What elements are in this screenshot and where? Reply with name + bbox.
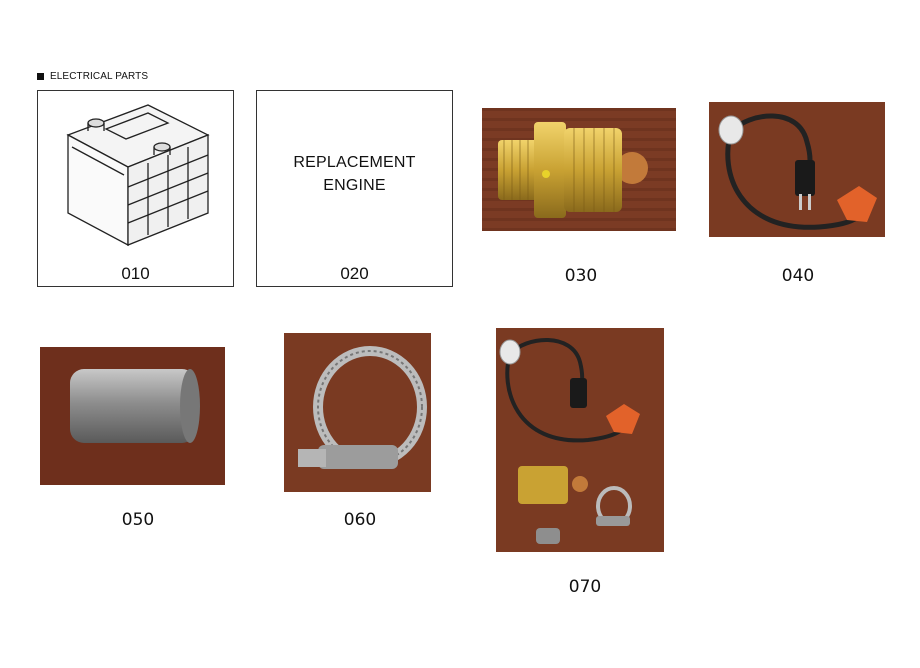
- part-070-photo[interactable]: [496, 328, 664, 552]
- hose-clamp-icon: [284, 333, 431, 492]
- part-number: 040: [781, 266, 815, 286]
- part-020-box[interactable]: REPLACEMENT ENGINE 020: [256, 90, 453, 287]
- part-060-photo[interactable]: [284, 333, 431, 492]
- part-030-photo[interactable]: [482, 108, 676, 231]
- part-number: 050: [121, 510, 155, 530]
- part-010-box[interactable]: 010: [37, 90, 234, 287]
- part-number: 010: [121, 264, 150, 283]
- section-title: ELECTRICAL PARTS: [50, 71, 149, 82]
- square-bullet-icon: [37, 73, 44, 80]
- part-number: 030: [564, 266, 598, 286]
- part-number: 020: [340, 264, 369, 283]
- battery-icon: [66, 104, 210, 247]
- part-050-photo[interactable]: [40, 347, 225, 485]
- replacement-engine-label: REPLACEMENT ENGINE: [293, 154, 416, 194]
- brass-fitting-icon: [482, 108, 676, 231]
- section-header: ELECTRICAL PARTS: [37, 71, 148, 82]
- heater-cord-icon: [709, 102, 885, 237]
- part-number: 070: [568, 577, 602, 597]
- part-number: 060: [343, 510, 377, 530]
- metal-sleeve-icon: [40, 347, 225, 485]
- heater-kit-icon: [496, 328, 664, 552]
- part-040-photo[interactable]: [709, 102, 885, 237]
